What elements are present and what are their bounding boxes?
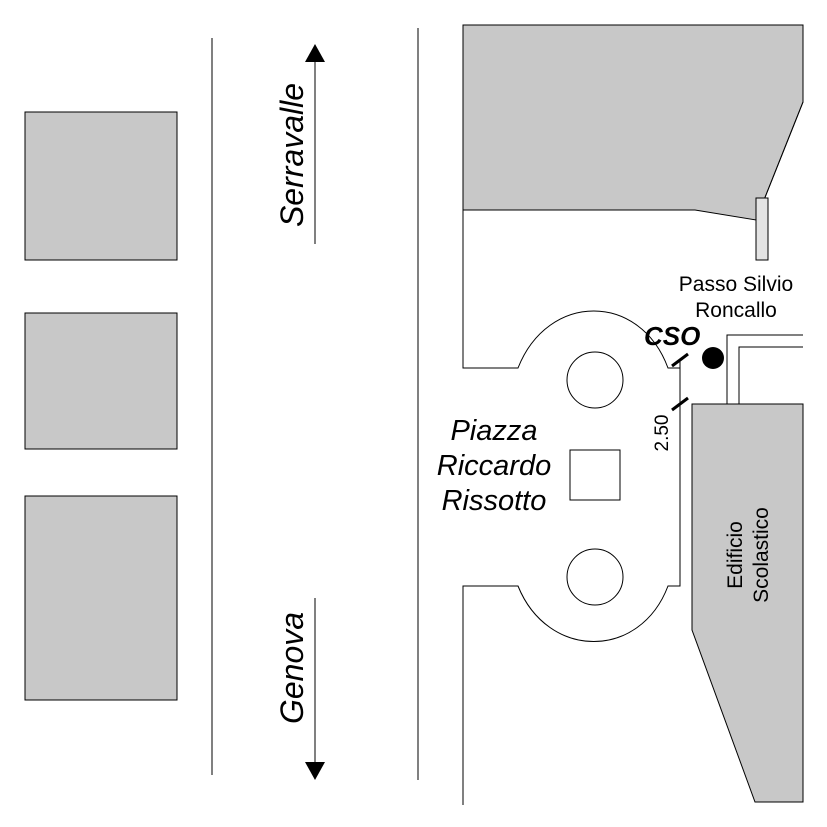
arrow-up-icon xyxy=(305,44,325,244)
piazza-name-line1: Piazza xyxy=(450,415,537,447)
school-name-line1: Edificio xyxy=(724,521,747,589)
piazza-name-line2: Riccardo xyxy=(437,450,551,482)
measurement-label: 2.50 xyxy=(652,415,673,452)
monument-square xyxy=(569,449,621,501)
building-left-bottom xyxy=(24,495,178,701)
passage-strip xyxy=(755,197,769,261)
north-direction-label: Serravalle xyxy=(274,83,310,227)
passage-name-line2: Roncallo xyxy=(695,299,777,322)
station-code-label: CSO xyxy=(644,321,700,351)
building-upper-right xyxy=(462,24,804,221)
fountain-top xyxy=(566,351,624,409)
school-name-line2: Scolastico xyxy=(750,507,773,603)
passage-name-line1: Passo Silvio xyxy=(679,273,793,296)
footpath-outer xyxy=(726,334,803,404)
filled-circle-icon xyxy=(702,347,724,369)
piazza-name-line3: Rissotto xyxy=(442,485,547,517)
fountain-bottom xyxy=(566,548,624,606)
building-school xyxy=(691,403,804,803)
south-direction-label: Genova xyxy=(274,612,310,724)
arrow-down-icon xyxy=(305,598,325,780)
footpath-inner xyxy=(738,346,803,404)
piazza-outline xyxy=(462,210,681,805)
measurement-dimension xyxy=(671,352,689,455)
building-left-top xyxy=(24,111,178,261)
building-left-middle xyxy=(24,312,178,450)
